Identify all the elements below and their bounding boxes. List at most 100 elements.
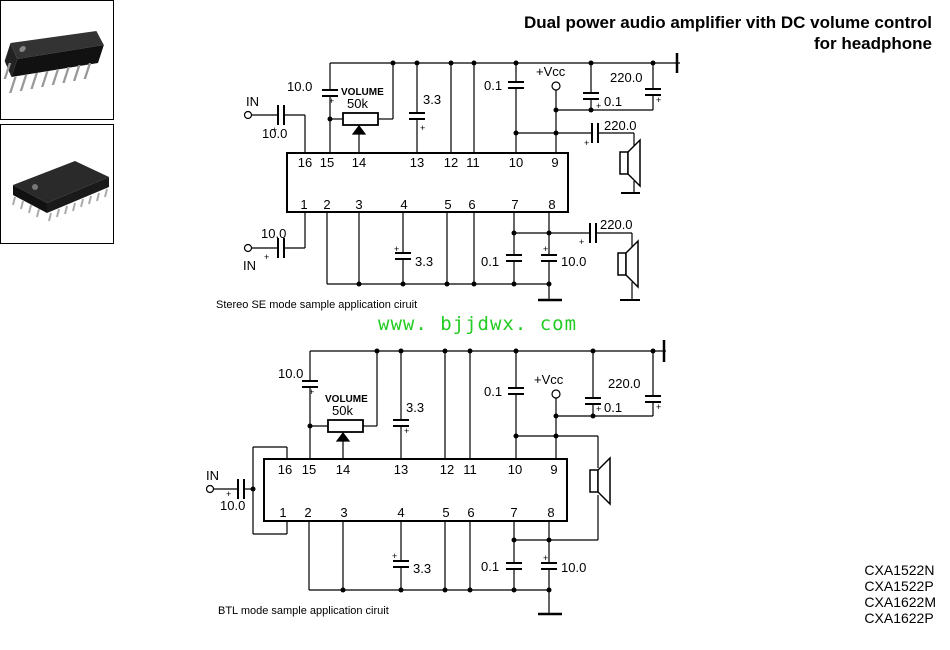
btl-c13: 3.3 xyxy=(406,400,424,415)
btl-pin-1: 1 xyxy=(279,505,286,520)
btl-pot-value: 50k xyxy=(332,403,353,418)
stereo-c-in-bottom: 10.0 xyxy=(261,226,286,241)
stereo-pin-4: 4 xyxy=(400,197,407,212)
stereo-c8: 10.0 xyxy=(561,254,586,269)
btl-c15: 10.0 xyxy=(278,366,303,381)
sop-package-panel xyxy=(0,124,114,244)
svg-text:+: + xyxy=(264,252,269,262)
sop-package-icon xyxy=(12,161,109,222)
btl-vcc: +Vcc xyxy=(534,372,564,387)
stereo-pin-labels: 16 15 14 13 12 11 10 9 1 2 3 4 5 6 7 8 xyxy=(298,155,559,212)
btl-in: IN xyxy=(206,468,219,483)
stereo-caption: Stereo SE mode sample application ciruit xyxy=(216,299,418,311)
part-number: CXA1622P xyxy=(864,610,934,626)
btl-pin-12: 12 xyxy=(440,462,454,477)
btl-ic-body xyxy=(263,458,568,522)
dip-package-icon xyxy=(3,31,104,93)
part-number: CXA1522N xyxy=(864,562,935,578)
btl-volume-label: VOLUME xyxy=(325,394,368,405)
stereo-pin-14: 14 xyxy=(352,155,366,170)
btl-pin-8: 8 xyxy=(547,505,554,520)
btl-pin-4: 4 xyxy=(397,505,404,520)
stereo-pin-11: 11 xyxy=(466,155,480,170)
stereo-pin-2: 2 xyxy=(323,197,330,212)
svg-text:+: + xyxy=(394,244,399,254)
stereo-pin-15: 15 xyxy=(320,155,334,170)
svg-text:+: + xyxy=(543,553,548,563)
part-number: CXA1622M xyxy=(864,594,936,610)
stereo-pin-16: 16 xyxy=(298,155,312,170)
svg-text:+: + xyxy=(329,96,334,106)
btl-c8: 10.0 xyxy=(561,560,586,575)
svg-text:+: + xyxy=(404,426,409,436)
btl-pin-13: 13 xyxy=(394,462,408,477)
stereo-pin-13: 13 xyxy=(410,155,424,170)
btl-pin-9: 9 xyxy=(550,462,557,477)
stereo-c10: 0.1 xyxy=(484,78,502,93)
stereo-pin-7: 7 xyxy=(511,197,518,212)
btl-c-in: 10.0 xyxy=(220,498,245,513)
svg-text:+: + xyxy=(420,123,425,133)
stereo-c-supply-big: 220.0 xyxy=(610,70,643,85)
stereo-c-supply-small: 0.1 xyxy=(604,94,622,109)
stereo-pin-12: 12 xyxy=(444,155,458,170)
svg-text:+: + xyxy=(543,244,548,254)
junction-dots xyxy=(250,60,656,593)
svg-text:+: + xyxy=(272,125,277,135)
btl-pin-3: 3 xyxy=(340,505,347,520)
dip-package-panel xyxy=(0,0,114,120)
btl-c-supply-small: 0.1 xyxy=(604,400,622,415)
svg-text:+: + xyxy=(596,404,601,414)
btl-c7: 0.1 xyxy=(481,559,499,574)
stereo-vcc: +Vcc xyxy=(536,64,566,79)
btl-pin-6: 6 xyxy=(467,505,474,520)
stereo-c-out-bottom: 220.0 xyxy=(600,217,633,232)
stereo-c4: 3.3 xyxy=(415,254,433,269)
stereo-pin-5: 5 xyxy=(444,197,451,212)
stereo-c-in-top: 10.0 xyxy=(262,126,287,141)
btl-pin-2: 2 xyxy=(304,505,311,520)
stereo-c-out-top: 220.0 xyxy=(604,118,637,133)
polarity-marks: + + + + + + + + + + + + + + + + + xyxy=(226,95,661,563)
title-line-2: for headphone xyxy=(813,34,932,53)
svg-text:+: + xyxy=(226,489,231,499)
btl-pin-labels: 16 15 14 13 12 11 10 9 1 2 3 4 5 6 7 8 xyxy=(278,462,558,520)
stereo-pin-8: 8 xyxy=(548,197,555,212)
svg-text:+: + xyxy=(656,402,661,412)
part-number: CXA1522P xyxy=(864,578,934,594)
stereo-c15: 10.0 xyxy=(287,79,312,94)
stereo-in-bottom: IN xyxy=(243,258,256,273)
stereo-circuit xyxy=(243,53,680,302)
btl-component-labels: IN 10.0 10.0 VOLUME 50k 3.3 0.1 +Vcc 220… xyxy=(206,366,641,576)
btl-pin-14: 14 xyxy=(336,462,350,477)
stereo-pin-10: 10 xyxy=(509,155,523,170)
svg-text:+: + xyxy=(656,95,661,105)
btl-pin-16: 16 xyxy=(278,462,292,477)
title-line-1: Dual power audio amplifier vith DC volum… xyxy=(523,13,932,32)
stereo-in-top: IN xyxy=(246,94,259,109)
stereo-pot-value: 50k xyxy=(347,96,368,111)
btl-pin-11: 11 xyxy=(463,462,477,477)
btl-circuit xyxy=(205,340,666,616)
stereo-ic-body xyxy=(286,152,569,213)
btl-c4: 3.3 xyxy=(413,561,431,576)
watermark-url: www. bjjdwx. com xyxy=(378,313,578,335)
btl-c-supply-big: 220.0 xyxy=(608,376,641,391)
btl-c10: 0.1 xyxy=(484,384,502,399)
svg-text:+: + xyxy=(579,237,584,247)
part-numbers: CXA1522N CXA1522P CXA1622M CXA1622P xyxy=(864,562,936,626)
btl-pin-15: 15 xyxy=(302,462,316,477)
stereo-pin-6: 6 xyxy=(468,197,475,212)
svg-text:+: + xyxy=(392,551,397,561)
btl-pin-10: 10 xyxy=(508,462,522,477)
datasheet-title: Dual power audio amplifier vith DC volum… xyxy=(524,12,932,54)
svg-text:+: + xyxy=(596,101,601,111)
stereo-pin-1: 1 xyxy=(300,197,307,212)
btl-pin-5: 5 xyxy=(442,505,449,520)
stereo-pin-9: 9 xyxy=(551,155,558,170)
stereo-pin-3: 3 xyxy=(355,197,362,212)
svg-text:+: + xyxy=(309,387,314,397)
svg-text:+: + xyxy=(584,138,589,148)
stereo-c7: 0.1 xyxy=(481,254,499,269)
